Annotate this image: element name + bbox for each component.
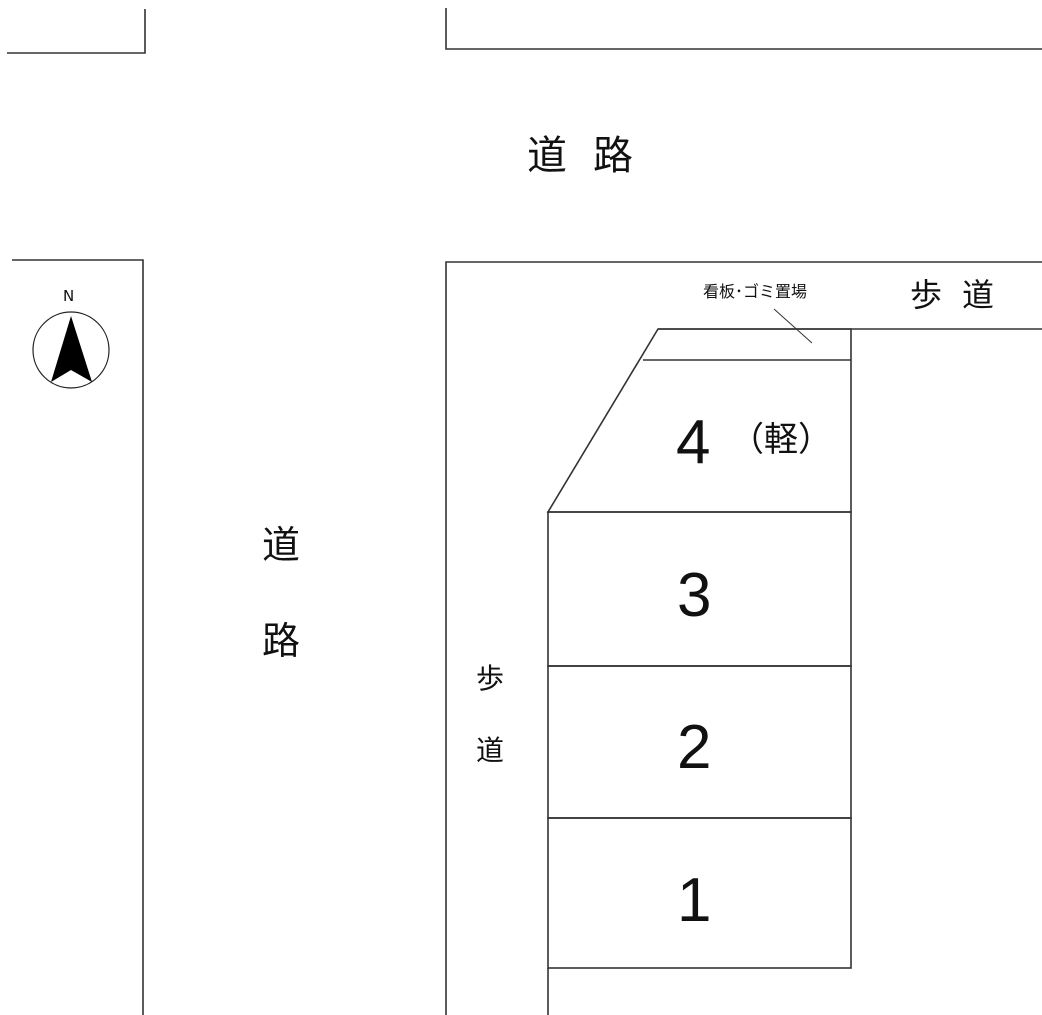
sign-garbage-label: 看板･ゴミ置場: [703, 282, 808, 301]
sign-leader-line: [773, 308, 813, 344]
lot-2-number[interactable]: 2: [677, 713, 712, 782]
block-top-right-edge: [445, 8, 1042, 50]
lot-1-outline: [547, 817, 852, 969]
north-label: N: [63, 287, 75, 305]
lot-4-number[interactable]: 4: [676, 408, 711, 477]
north-arrow-icon: [32, 311, 110, 389]
sidewalk-left-label-2: 道: [476, 734, 505, 767]
sidewalk-left-label-1: 歩: [476, 662, 505, 695]
block-left-edge: [12, 259, 144, 1015]
block-right-edge: [445, 261, 1042, 1015]
road-left-label-1: 道: [262, 523, 301, 567]
block-top-left-edge: [7, 9, 146, 54]
lot-3-number[interactable]: 3: [677, 561, 712, 630]
road-top-label: 道路: [527, 133, 659, 179]
sidewalk-top-label: 歩道: [910, 276, 1015, 314]
road-left-label-2: 路: [262, 619, 301, 663]
lot-1-number[interactable]: 1: [677, 866, 712, 935]
lot-4-note: （軽）: [730, 420, 832, 460]
